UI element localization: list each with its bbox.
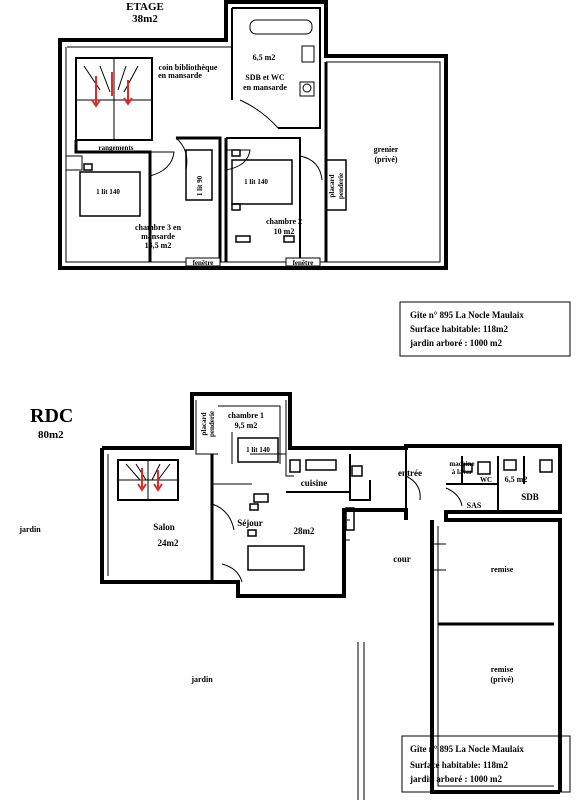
rdc-chambre1: chambre 1: [228, 411, 264, 420]
rdc-placard: placard: [200, 412, 208, 435]
etage-coin-label-2: en mansarde: [158, 71, 202, 80]
rdc-salon-area: 24m2: [158, 538, 179, 548]
etage-outer-wall: [58, 0, 448, 270]
rdc-stair: [117, 459, 179, 501]
rdc-machine-2: à laver: [452, 468, 472, 476]
rdc-jardin-left: jardin: [18, 525, 41, 534]
etage-title: ETAGE: [126, 1, 164, 13]
etage-rangements: rangements: [99, 144, 134, 152]
etage-sdb-label: SDB et WC: [245, 73, 285, 82]
rdc-remise-2: remise: [491, 665, 514, 674]
rdc-internal-walls: [210, 405, 525, 582]
etage-bed-140-b: 1 lit 140: [244, 178, 268, 186]
info-box-2: [401, 735, 571, 793]
etage-window-2: fenêtre: [293, 259, 314, 267]
rdc-title: RDC: [30, 405, 73, 427]
etage-chambre3-2: mansarde: [141, 232, 175, 241]
etage-grenier: grenier: [374, 145, 399, 154]
rdc-remise-2-prive: (privé): [490, 675, 513, 684]
rdc-area: 80m2: [38, 429, 64, 441]
info-box-1: [399, 301, 571, 357]
rdc-sdb: SDB: [521, 492, 539, 502]
rdc-furniture: [237, 437, 553, 571]
etage-sdb-walls: [231, 7, 321, 129]
etage-chambre2: chambre 2: [266, 217, 302, 226]
rdc-salon: Salon: [153, 522, 175, 532]
rdc-sdb-area: 6,5 m2: [505, 475, 528, 484]
rdc-chambre1-area: 9,5 m2: [235, 421, 258, 430]
etage-chambre2-2: 10 m2: [274, 227, 295, 236]
garden-fence: [357, 642, 365, 800]
etage-doors: [149, 137, 323, 181]
etage-stair: [75, 57, 153, 141]
etage-sdb-area: 6,5 m2: [253, 53, 276, 62]
info-2-line-1: Gîte n° 895 La Nocle Maulaix: [410, 744, 524, 754]
info-2-line-2: Surface habitable: 118m2: [410, 760, 508, 770]
rdc-outer-wall: [100, 392, 562, 794]
info-1-line-2: Surface habitable: 118m2: [410, 324, 508, 334]
etage-placard: placard: [328, 174, 336, 197]
etage-internal-walls: [66, 62, 328, 262]
rdc-bed-140: 1 lit 140: [246, 446, 270, 454]
etage-coin-label: coin bibliothèque: [159, 63, 218, 72]
etage-sdb-label-2: en mansarde: [243, 83, 287, 92]
rdc-cuisine: cuisine: [301, 478, 328, 488]
rdc-cour: cour: [393, 554, 411, 564]
etage-windows: [185, 257, 321, 267]
etage-grenier-prive: (privé): [374, 155, 397, 164]
rdc-remise-1: remise: [491, 565, 514, 574]
rdc-doors: [211, 475, 463, 583]
etage-chambre3-3: 13,5 m2: [145, 241, 172, 250]
etage-chambre3: chambre 3 en: [135, 223, 182, 232]
etage-bed-140-a: 1 lit 140: [96, 188, 120, 196]
rdc-machine: machine: [449, 460, 474, 468]
etage-bed-90: 1 lit 90: [196, 175, 204, 196]
info-2-line-3: jardin arboré : 1000 m2: [409, 774, 502, 784]
rdc-entree: entrée: [398, 468, 422, 478]
etage-window-1: fenêtre: [193, 259, 214, 267]
etage-area: 38m2: [132, 13, 158, 25]
info-1-line-3: jardin arboré : 1000 m2: [409, 338, 502, 348]
rdc-sejour-area: 28m2: [294, 526, 315, 536]
etage-penderie: penderie: [337, 173, 345, 199]
rdc-sas: SAS: [467, 501, 482, 510]
etage-furniture: [79, 149, 347, 243]
rdc-penderie: penderie: [208, 411, 216, 437]
rdc-jardin-bottom: jardin: [190, 675, 213, 684]
rdc-sejour: Séjour: [237, 518, 263, 528]
rdc-wc: WC: [480, 476, 492, 484]
info-1-line-1: Gîte n° 895 La Nocle Maulaix: [410, 310, 524, 320]
